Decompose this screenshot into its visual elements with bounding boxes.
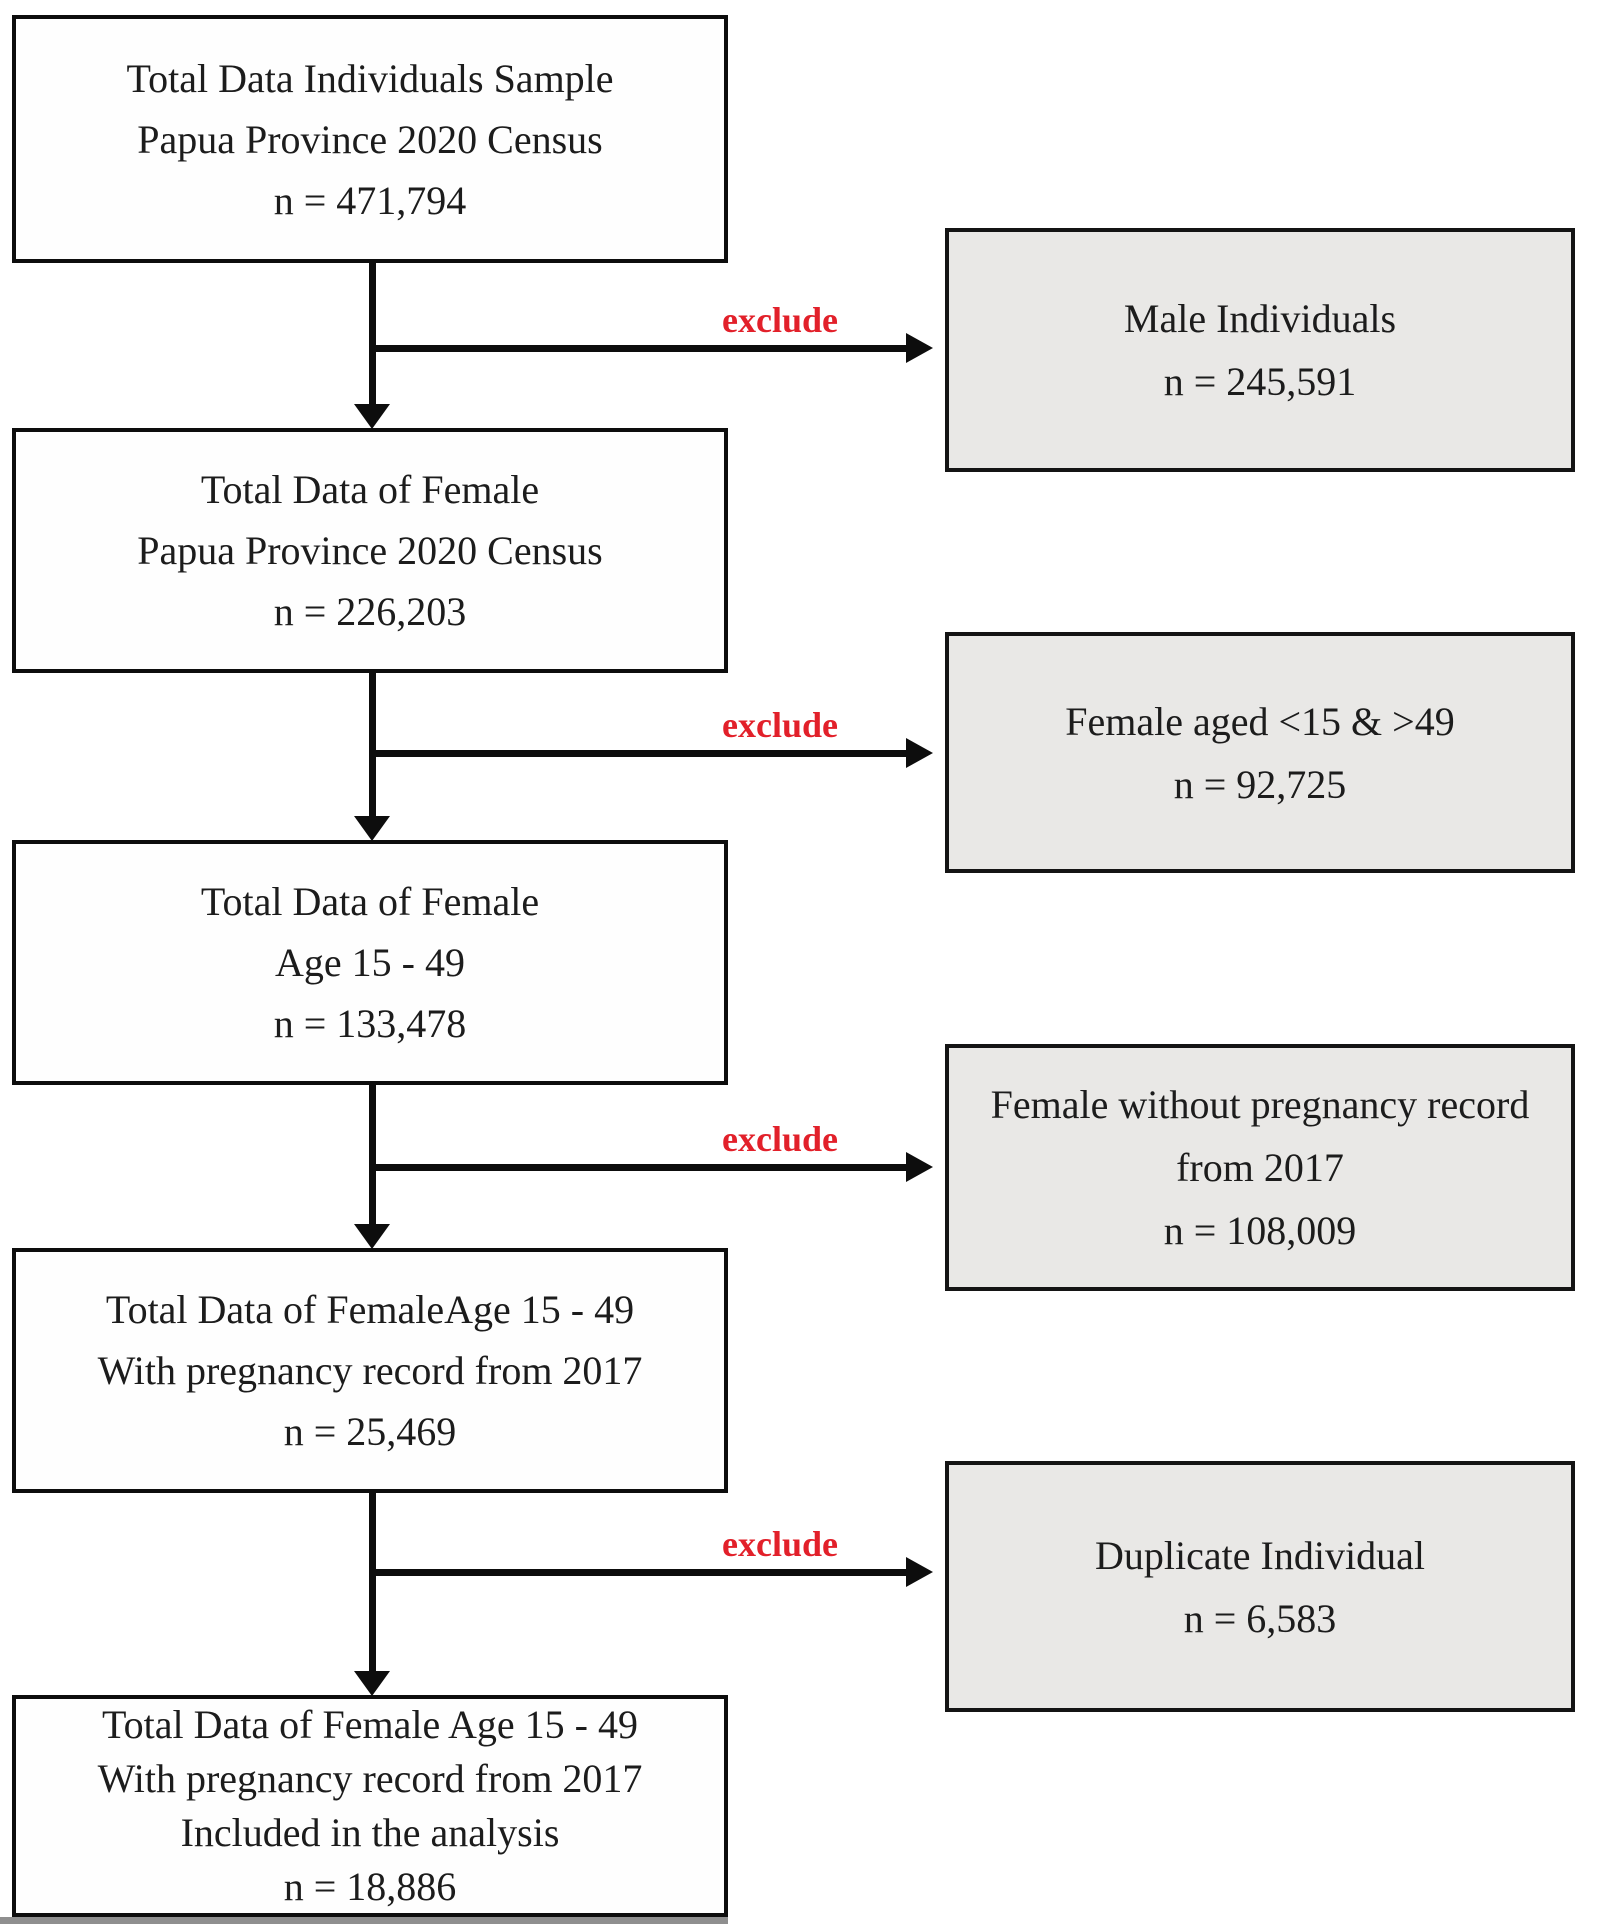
flow-step-count: n = 471,794 [273,177,467,223]
exclude-label-4: exclude [722,1524,838,1564]
flow-connector-line-3 [369,1085,376,1225]
exclusion-count: n = 245,591 [1163,359,1357,404]
exclusion-count: n = 92,725 [1173,761,1347,807]
flow-step-count: n = 133,478 [273,1001,467,1046]
exclude-arrow-line-2 [372,750,908,757]
arrowhead-down-icon [354,1671,390,1696]
exclusion-count: n = 108,009 [1163,1208,1357,1253]
flow-step-text-line: Included in the analysis [180,1810,560,1855]
flow-step-box-3: Total Data of Female Age 15 - 49 n = 133… [12,840,728,1085]
exclude-label-2: exclude [722,705,838,745]
exclude-arrow-line-3 [372,1164,908,1171]
flow-step-count: n = 226,203 [273,589,467,634]
exclusion-text-line: from 2017 [1176,1145,1344,1190]
exclude-label-1: exclude [722,300,838,340]
arrowhead-right-icon [906,738,933,768]
exclusion-text-line: Male Individuals [1123,296,1397,341]
flow-step-box-5: Total Data of Female Age 15 - 49 With pr… [12,1695,728,1917]
exclude-label-3: exclude [722,1119,838,1159]
arrowhead-right-icon [906,1152,933,1182]
exclusion-text-line: Female without pregnancy record [990,1082,1530,1127]
flow-connector-line-4 [369,1493,376,1672]
arrowhead-right-icon [906,333,933,363]
exclusion-text-line: Female aged <15 & >49 [1065,698,1455,744]
flow-step-text-line: Total Data of Female Age 15 - 49 [102,1702,638,1747]
flow-connector-line-1 [369,263,376,405]
arrowhead-down-icon [354,816,390,841]
exclusion-box-1: Male Individuals n = 245,591 [945,228,1575,472]
arrowhead-right-icon [906,1557,933,1587]
flow-step-text-line: Age 15 - 49 [275,940,465,985]
scan-shadow-artifact [0,1917,728,1924]
flow-step-count: n = 25,469 [283,1409,457,1454]
exclusion-box-3: Female without pregnancy record from 201… [945,1044,1575,1291]
flow-step-text-line: Papua Province 2020 Census [137,116,603,162]
flow-step-text-line: Papua Province 2020 Census [137,528,603,573]
flow-step-count: n = 18,886 [283,1864,457,1909]
flow-step-text-line: Total Data of FemaleAge 15 - 49 [105,1287,635,1332]
exclude-arrow-line-1 [372,345,908,352]
flow-step-text-line: With pregnancy record from 2017 [97,1348,643,1393]
flow-step-text-line: Total Data of Female [200,467,540,512]
arrowhead-down-icon [354,1224,390,1249]
flow-step-box-4: Total Data of FemaleAge 15 - 49 With pre… [12,1248,728,1493]
flow-step-text-line: With pregnancy record from 2017 [97,1756,643,1801]
flow-connector-line-2 [369,673,376,817]
flow-step-box-1: Total Data Individuals Sample Papua Prov… [12,15,728,263]
arrowhead-down-icon [354,404,390,429]
flow-step-text-line: Total Data Individuals Sample [126,55,614,101]
exclude-arrow-line-4 [372,1569,908,1576]
exclusion-count: n = 6,583 [1183,1595,1337,1641]
flow-step-box-2: Total Data of Female Papua Province 2020… [12,428,728,673]
exclusion-text-line: Duplicate Individual [1095,1532,1425,1578]
exclusion-box-2: Female aged <15 & >49 n = 92,725 [945,632,1575,873]
flow-step-text-line: Total Data of Female [200,879,540,924]
exclusion-box-4: Duplicate Individual n = 6,583 [945,1461,1575,1712]
